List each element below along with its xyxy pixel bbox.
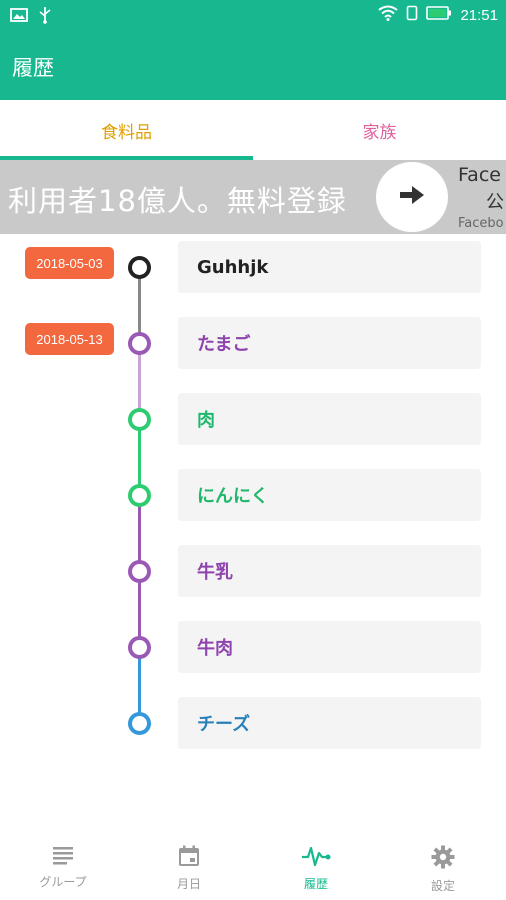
page-title: 履歴 bbox=[12, 56, 54, 80]
timeline-connector bbox=[138, 503, 141, 563]
nav-groups-label: グループ bbox=[39, 875, 87, 889]
history-item[interactable]: チーズ bbox=[178, 697, 481, 749]
app-bar: 履歴 bbox=[0, 30, 506, 100]
date-badge: 2018-05-03 bbox=[25, 247, 114, 279]
battery-icon bbox=[426, 6, 452, 24]
nav-history-label: 履歴 bbox=[303, 877, 328, 891]
timeline-node bbox=[128, 636, 151, 659]
calendar-icon bbox=[178, 845, 200, 871]
tab-family-label: 家族 bbox=[362, 122, 397, 143]
timeline-connector bbox=[138, 351, 141, 411]
ad-side-line2: 公 bbox=[486, 192, 504, 213]
nav-dates[interactable]: 月日 bbox=[126, 828, 252, 900]
history-item[interactable]: たまご bbox=[178, 317, 481, 369]
history-item[interactable]: 牛乳 bbox=[178, 545, 481, 597]
status-time: 21:51 bbox=[460, 6, 498, 24]
nav-history[interactable]: 履歴 bbox=[253, 828, 379, 900]
history-item-label: チーズ bbox=[197, 714, 251, 735]
history-timeline: 2018-05-03 Guhhjk 2018-05-13 たまご肉にんにく牛乳牛肉チー… bbox=[0, 234, 506, 828]
nav-groups[interactable]: グループ bbox=[0, 828, 126, 900]
timeline-node bbox=[128, 256, 151, 279]
ad-banner[interactable]: 利用者18億人。無料登録 Face 公 Facebo bbox=[0, 160, 506, 234]
history-item[interactable]: 肉 bbox=[178, 393, 481, 445]
gear-icon bbox=[431, 845, 455, 873]
arrow-right-icon bbox=[399, 185, 425, 209]
bottom-nav: グループ 月日 履歴 設定 bbox=[0, 828, 506, 900]
wifi-icon bbox=[378, 5, 399, 25]
timeline-node bbox=[128, 712, 151, 735]
nav-dates-label: 月日 bbox=[176, 877, 201, 891]
timeline-node bbox=[128, 408, 151, 431]
history-item[interactable]: 牛肉 bbox=[178, 621, 481, 673]
image-icon bbox=[10, 7, 28, 27]
history-item-label: 牛乳 bbox=[197, 562, 233, 583]
sim-icon bbox=[406, 5, 418, 25]
history-item-label: 肉 bbox=[197, 410, 215, 431]
timeline-node bbox=[128, 560, 151, 583]
nav-settings[interactable]: 設定 bbox=[380, 828, 506, 900]
ad-headline: 利用者18億人。無料登録 bbox=[8, 184, 347, 218]
pulse-icon bbox=[301, 845, 331, 871]
tab-groceries[interactable]: 食料品 bbox=[0, 100, 253, 160]
timeline-node bbox=[128, 332, 151, 355]
date-badge: 2018-05-13 bbox=[25, 323, 114, 355]
timeline-connector bbox=[138, 579, 141, 639]
list-icon bbox=[52, 845, 74, 869]
ad-side: Face 公 Facebo bbox=[456, 164, 506, 234]
timeline-connector bbox=[138, 427, 141, 487]
timeline-connector bbox=[138, 275, 141, 335]
tab-family[interactable]: 家族 bbox=[253, 100, 506, 160]
history-item-label: たまご bbox=[197, 334, 251, 355]
timeline-node bbox=[128, 484, 151, 507]
ad-side-line3: Facebo bbox=[458, 216, 504, 231]
history-item[interactable]: にんにく bbox=[178, 469, 481, 521]
ad-arrow-button[interactable] bbox=[376, 162, 448, 232]
history-item-label: にんにく bbox=[197, 486, 269, 507]
history-item[interactable]: Guhhjk bbox=[178, 241, 481, 293]
history-item-label: Guhhjk bbox=[197, 256, 269, 278]
nav-settings-label: 設定 bbox=[430, 879, 455, 893]
timeline-connector bbox=[138, 655, 141, 715]
tab-indicator bbox=[0, 156, 253, 160]
tab-bar: 食料品 家族 bbox=[0, 100, 506, 160]
ad-side-line1: Face bbox=[458, 164, 501, 186]
status-bar: 21:51 bbox=[0, 0, 506, 30]
tab-groceries-label: 食料品 bbox=[101, 122, 152, 143]
history-item-label: 牛肉 bbox=[197, 638, 233, 659]
usb-icon bbox=[38, 6, 52, 28]
